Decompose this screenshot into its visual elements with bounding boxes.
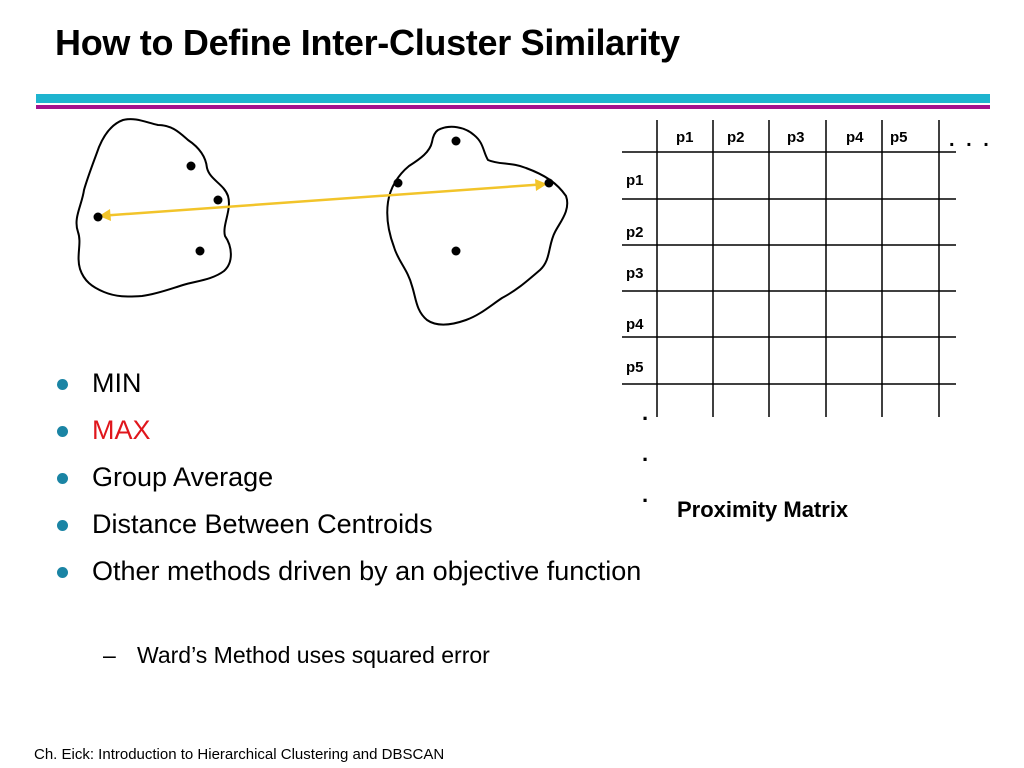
cluster-right-outline: [386, 125, 569, 326]
cluster-left-outline: [75, 118, 232, 298]
bullet-dot-icon: [57, 473, 68, 484]
point: [544, 178, 554, 188]
inter-cluster-connector: [98, 182, 548, 218]
bullet-dot-icon: [57, 567, 68, 578]
matrix-row-header: p2: [626, 224, 644, 241]
point: [451, 136, 461, 146]
point: [393, 178, 403, 188]
matrix-row-header: p3: [626, 265, 644, 282]
matrix-col-ellipsis: . . .: [949, 129, 992, 151]
list-item: Group Average: [55, 462, 682, 493]
list-item: Other methods driven by an objective fun…: [55, 556, 682, 587]
bullet-dot-icon: [57, 379, 68, 390]
matrix-row-ellipsis: .: [642, 400, 649, 425]
point: [186, 161, 196, 171]
bullet-dot-icon: [57, 426, 68, 437]
bullet-dot-icon: [57, 520, 68, 531]
matrix-col-header: p1: [676, 129, 694, 146]
sub-bullet-dash: –: [103, 642, 116, 668]
cluster-diagram: [75, 118, 569, 326]
slide-title: How to Define Inter-Cluster Similarity: [55, 22, 680, 63]
sub-bullet-text: Ward’s Method uses squared error: [137, 642, 490, 668]
matrix-caption: Proximity Matrix: [677, 497, 849, 522]
point: [93, 212, 103, 222]
list-item: MIN: [55, 368, 682, 399]
bullet-text: MAX: [92, 415, 151, 445]
point: [195, 246, 205, 256]
matrix-row-header: p1: [626, 172, 644, 189]
bullet-text: Other methods driven by an objective fun…: [92, 556, 642, 586]
title-rule-magenta: [36, 105, 990, 109]
point: [213, 195, 223, 205]
matrix-col-header: p4: [846, 129, 864, 146]
point: [451, 246, 461, 256]
method-list: MIN MAX Group Average Distance Between C…: [55, 368, 682, 599]
matrix-col-header: p2: [727, 129, 745, 146]
slide-footer: Ch. Eick: Introduction to Hierarchical C…: [34, 746, 445, 763]
list-item: Distance Between Centroids: [55, 509, 682, 540]
bullet-text: MIN: [92, 368, 142, 398]
matrix-row-ellipsis: .: [642, 482, 649, 507]
title-rule-cyan: [36, 94, 990, 103]
connector-arrowhead-left: [99, 209, 111, 221]
matrix-row-header: p5: [626, 359, 644, 376]
bullet-text: Group Average: [92, 462, 274, 492]
matrix-row-header: p4: [626, 316, 644, 333]
bullet-text: Distance Between Centroids: [92, 509, 433, 539]
matrix-col-header: p5: [890, 129, 908, 146]
matrix-row-ellipsis: .: [642, 441, 649, 466]
connector-arrowhead-right: [535, 179, 547, 191]
list-item: MAX: [55, 415, 682, 446]
matrix-col-header: p3: [787, 129, 805, 146]
